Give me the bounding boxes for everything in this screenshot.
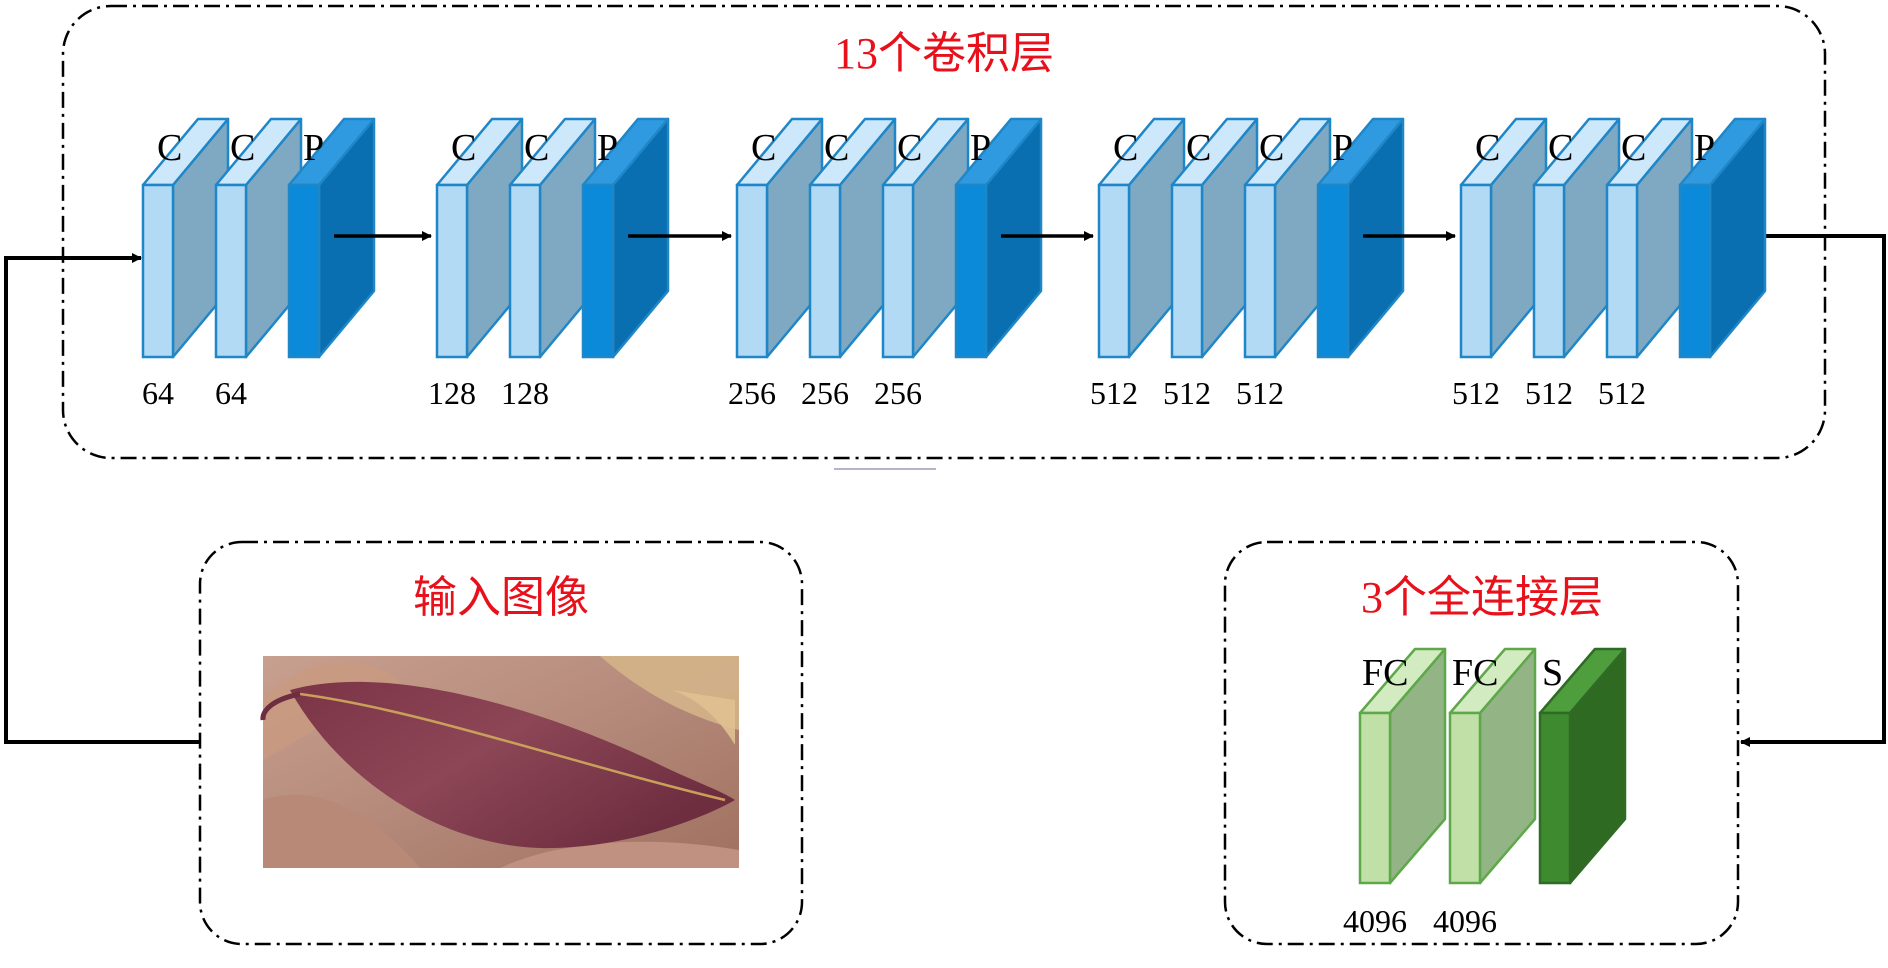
block-label: FC: [1452, 652, 1498, 694]
pool-block-1-3: [287, 117, 376, 359]
fc-group-box: [1223, 540, 1740, 946]
pool-block-5-4: [1678, 117, 1767, 359]
channel-count: 4096: [1343, 903, 1407, 939]
block-label: C: [897, 127, 922, 169]
block-label: C: [230, 127, 255, 169]
fc-stages: FC 4096 FC 4096 S: [1343, 647, 1627, 939]
channel-count: 512: [1163, 375, 1211, 411]
conv-block-3-3: [881, 117, 970, 359]
conv-stage-4: C 512 C 512 C 512 P: [1090, 117, 1456, 411]
channel-count: 512: [1525, 375, 1573, 411]
channel-count: 256: [874, 375, 922, 411]
channel-count: 256: [801, 375, 849, 411]
block-label: P: [1694, 127, 1715, 169]
block-label: P: [970, 127, 991, 169]
block-label: C: [451, 127, 476, 169]
conv-stage-1: C 64 C 64 P: [141, 117, 432, 411]
block-label: C: [1113, 127, 1138, 169]
conv-stages: C 64 C 64 P C 128 C 128 P C 256 C 256 C 256 P C 512 C 512 C 51…: [141, 117, 1767, 411]
conv-block-3-1: [735, 117, 824, 359]
input-group-title: 输入图像: [413, 573, 589, 622]
conv-stage-2: C 128 C 128 P: [428, 117, 732, 411]
block-label: C: [1259, 127, 1284, 169]
conv-block-1-1: [141, 117, 230, 359]
channel-count: 128: [501, 375, 549, 411]
block-label: C: [1548, 127, 1573, 169]
channel-count: 128: [428, 375, 476, 411]
pool-block-3-4: [954, 117, 1043, 359]
fc-block-2: [1448, 647, 1537, 885]
block-label: C: [524, 127, 549, 169]
block-label: C: [824, 127, 849, 169]
block-label: C: [1186, 127, 1211, 169]
block-label: C: [157, 127, 182, 169]
channel-count: 512: [1452, 375, 1500, 411]
block-label: P: [597, 127, 618, 169]
block-label: P: [303, 127, 324, 169]
softmax-block-3: [1538, 647, 1627, 885]
input-to-conv-connector: [4, 253, 200, 744]
conv-block-5-3: [1605, 117, 1694, 359]
block-label: C: [1475, 127, 1500, 169]
channel-count: 512: [1236, 375, 1284, 411]
conv-block-3-2: [808, 117, 897, 359]
fc-block-1: [1358, 647, 1447, 885]
pool-block-4-4: [1316, 117, 1405, 359]
pool-block-2-3: [581, 117, 670, 359]
conv-to-fc-connector: [1740, 234, 1886, 747]
conv-block-5-2: [1532, 117, 1621, 359]
block-label: C: [1621, 127, 1646, 169]
channel-count: 64: [142, 375, 174, 411]
channel-count: 256: [728, 375, 776, 411]
flow-connectors: [4, 234, 1886, 747]
block-label: P: [1332, 127, 1353, 169]
channel-count: 512: [1090, 375, 1138, 411]
input-image: [260, 656, 739, 868]
channel-count: 64: [215, 375, 247, 411]
block-label: S: [1542, 652, 1563, 694]
conv-group-title: 13个卷积层: [834, 29, 1054, 78]
conv-block-4-2: [1170, 117, 1259, 359]
block-label: FC: [1362, 652, 1408, 694]
conv-block-4-3: [1243, 117, 1332, 359]
conv-stage-3: C 256 C 256 C 256 P: [728, 117, 1094, 411]
conv-block-1-2: [214, 117, 303, 359]
fc-group-title: 3个全连接层: [1361, 573, 1603, 622]
block-label: C: [751, 127, 776, 169]
conv-block-5-1: [1459, 117, 1548, 359]
channel-count: 4096: [1433, 903, 1497, 939]
channel-count: 512: [1598, 375, 1646, 411]
conv-stage-5: C 512 C 512 C 512 P: [1452, 117, 1767, 411]
